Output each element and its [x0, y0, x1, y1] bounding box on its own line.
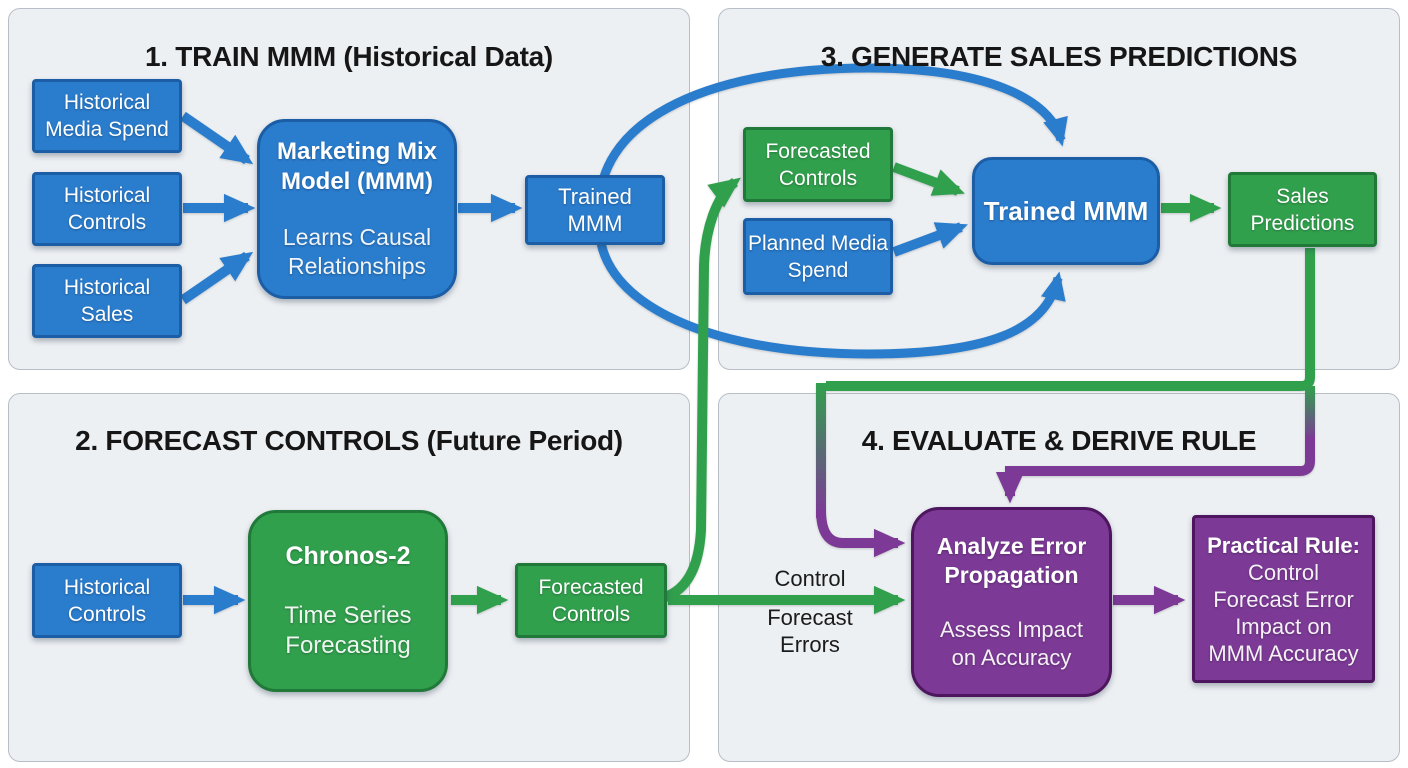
connector-right-elbow-into-analyze	[995, 436, 1315, 504]
node-title: Practical Rule:	[1207, 532, 1360, 558]
node-trained-mmm-train: Trained MMM	[525, 175, 665, 245]
node-trained-mmm-generate: Trained MMM	[972, 157, 1160, 265]
node-title: Chronos-2	[285, 542, 411, 570]
node-label: Forecasted Controls	[765, 139, 871, 190]
label-line: Control	[774, 566, 846, 591]
node-label: Trained MMM	[983, 196, 1149, 226]
connector-forecasted-to-trained	[892, 162, 965, 196]
node-label: Historical Media Spend	[45, 91, 169, 141]
node-historical-sales: Historical Sales	[32, 264, 182, 338]
panel-title-evaluate: 4. EVALUATE & DERIVE RULE	[861, 425, 1257, 456]
label-line: Forecast	[767, 605, 853, 630]
node-title: Analyze Error Propagation	[936, 533, 1087, 588]
label-control-forecast-errors: Control Forecast Errors	[740, 565, 880, 658]
node-chronos: Chronos-2 Time Series Forecasting	[248, 510, 448, 692]
connector-trained-mmm-loop-top	[595, 63, 1068, 216]
panel-title-forecast: 2. FORECAST CONTROLS (Future Period)	[75, 425, 623, 456]
connector-sales-to-mmm	[180, 251, 254, 305]
node-sales-predictions: Sales Predictions	[1228, 172, 1377, 247]
panel-title-generate: 3. GENERATE SALES PREDICTIONS	[820, 41, 1298, 72]
node-practical-rule: Practical Rule: Control Forecast Error I…	[1192, 515, 1375, 683]
node-label: Planned Media Spend	[747, 231, 889, 282]
node-historical-media-spend: Historical Media Spend	[32, 79, 182, 153]
connector-left-elbow-into-analyze	[816, 509, 906, 558]
node-forecasted-controls-generate: Forecasted Controls	[743, 127, 893, 202]
node-label: Historical Controls	[63, 575, 151, 626]
node-analyze-error-propagation: Analyze Error Propagation Assess Impact …	[911, 507, 1112, 697]
node-subtitle: Time Series Forecasting	[284, 602, 412, 659]
node-historical-controls-train: Historical Controls	[32, 172, 182, 246]
node-title: Marketing Mix Model (MMM)	[276, 138, 438, 195]
node-label: Historical Controls	[63, 184, 151, 234]
node-historical-controls-forecast: Historical Controls	[32, 563, 182, 638]
connector-sales-down-left	[826, 248, 1315, 391]
panel-title-train: 1. TRAIN MMM (Historical Data)	[145, 41, 553, 72]
label-line: Errors	[780, 632, 840, 657]
node-label: Trained MMM	[558, 184, 632, 236]
node-label: Forecasted Controls	[538, 575, 644, 626]
node-label: Sales Predictions	[1250, 184, 1355, 235]
node-marketing-mix-model: Marketing Mix Model (MMM) Learns Causal …	[257, 119, 457, 299]
connector-media-spend-to-mmm	[180, 111, 254, 165]
connector-planned-spend-to-trained	[892, 222, 968, 257]
node-forecasted-controls-forecast: Forecasted Controls	[515, 563, 667, 638]
connector-forecasted-up-curve	[656, 177, 741, 604]
node-planned-media-spend: Planned Media Spend	[743, 218, 893, 295]
connector-trained-mmm-loop-bottom	[595, 219, 1066, 359]
node-subtitle: Control Forecast Error Impact on MMM Acc…	[1208, 559, 1359, 666]
node-label: Historical Sales	[63, 276, 151, 326]
node-subtitle: Learns Causal Relationships	[282, 224, 432, 279]
node-subtitle: Assess Impact on Accuracy	[939, 617, 1084, 670]
